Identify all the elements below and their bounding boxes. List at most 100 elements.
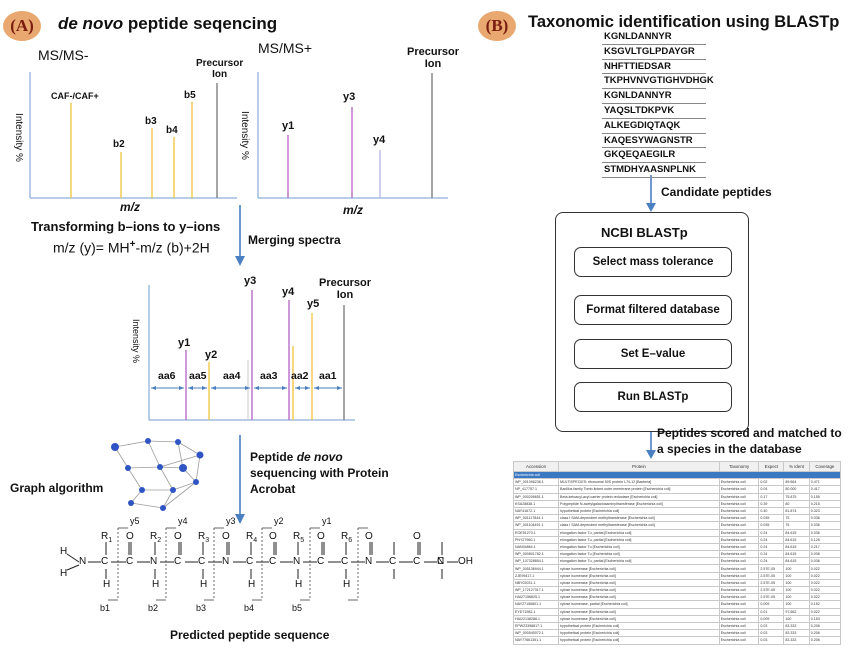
denovo-line1: Peptide de novo	[250, 449, 389, 465]
panel-a-title: de novo peptide seqencing	[58, 14, 277, 34]
atom-n: N	[79, 556, 87, 567]
table-header-cell: Coverage	[808, 461, 842, 472]
denovo-line1-italic: de novo	[296, 450, 343, 464]
r-group-index: 4	[253, 537, 258, 544]
atom-c: C	[174, 556, 182, 567]
table-cell: 0.04	[758, 485, 785, 494]
table-header-cell: Expect	[758, 461, 785, 472]
graph-node	[193, 479, 199, 485]
table-cell: PNY27960.1	[512, 535, 560, 544]
atom-c: C	[198, 556, 206, 567]
predicted-label: Predicted peptide sequence	[170, 628, 330, 642]
table-cell: Escherichia coli	[718, 550, 760, 559]
atom-o: O	[269, 531, 277, 542]
table-cell: xylose isomerase [Escherichia coli]	[558, 614, 720, 623]
table-cell: EPW23398817.1	[512, 621, 560, 631]
table-cell: 100	[783, 571, 810, 580]
minus-peak-label-b3: b3	[145, 116, 157, 127]
scored-line2: a species in the database	[657, 442, 802, 456]
y-ion-label: y5	[130, 516, 140, 526]
plus-peak-label-y1: y1	[282, 120, 295, 132]
table-cell: 0.206	[808, 636, 842, 645]
table-cell: 0.126	[808, 535, 842, 544]
denovo-label: Peptide de novo sequencing with Protein …	[250, 449, 389, 497]
r-group-label: R5	[293, 531, 304, 544]
table-cell: xylose isomerase, partial [Escherichia c…	[558, 600, 720, 609]
plus-peak-label-y3: y3	[343, 91, 356, 103]
table-cell: NBY02031.1	[512, 578, 560, 588]
gap-label-aa3: aa3	[260, 370, 278, 382]
table-cell: 81.874	[783, 506, 810, 516]
r-group-letter: R	[101, 531, 109, 542]
minus-caf-label: CAF-/CAF+	[51, 91, 99, 101]
table-cell: 0.39	[758, 499, 785, 508]
table-cell: NAN34864.1	[512, 542, 560, 552]
minus-peak-label-b5: b5	[184, 90, 196, 101]
table-group-row[interactable]: Escherichia coli	[513, 470, 841, 480]
table-cell: 0.036	[808, 528, 842, 537]
r-group-index: 1	[108, 537, 113, 544]
peptide-backbone	[66, 542, 458, 579]
graph-node	[175, 439, 181, 445]
table-cell: hypothetical protein [Escherichia coli]	[558, 621, 720, 631]
b-ion-label: b1	[100, 603, 111, 613]
merged-ylabel: Intensity %	[131, 318, 142, 364]
table-cell: ROE51270.1	[512, 528, 560, 537]
table-cell: 0.036	[808, 557, 842, 566]
graph-node	[160, 505, 166, 511]
denovo-line3: Acrobat	[250, 482, 296, 496]
table-cell: xylose isomerase [Escherichia coli]	[558, 593, 720, 602]
table-cell: 2.57E-05	[758, 593, 785, 602]
gap-label-aa2: aa2	[291, 370, 309, 382]
atom-n: N	[222, 556, 230, 567]
formula-sup: +	[129, 239, 136, 250]
table-cell: 83.333	[783, 629, 810, 638]
table-cell: 100	[783, 564, 810, 573]
table-cell: Escherichia coli	[718, 585, 760, 595]
step-select-mass-tolerance: Select mass tolerance	[574, 247, 732, 277]
table-cell: 0.022	[808, 564, 842, 573]
table-cell: 0.03	[758, 621, 785, 631]
atom-h: H	[152, 579, 160, 590]
atom-n: N	[150, 556, 158, 567]
table-header-cell: Taxonomy	[718, 461, 760, 472]
atom-o: O	[413, 531, 421, 542]
table-cell: 0.01	[758, 607, 785, 616]
step-format-filtered-database: Format filtered database	[574, 295, 732, 325]
b-ion-label: b3	[196, 603, 207, 613]
table-cell: WP_001104491.1	[512, 521, 560, 530]
atom-h: H	[343, 579, 351, 590]
atom-o: O	[365, 531, 373, 542]
table-cell: xylose isomerase [Escherichia coli]	[558, 607, 720, 616]
table-cell: Escherichia coli	[718, 593, 760, 602]
atom-c: C	[246, 556, 254, 567]
minus-xlabel: m/z	[120, 200, 141, 214]
r-group-label: R3	[198, 531, 209, 544]
table-cell: WP_000206651.1	[512, 492, 560, 501]
plus-peak-label-y4: y4	[373, 134, 386, 146]
